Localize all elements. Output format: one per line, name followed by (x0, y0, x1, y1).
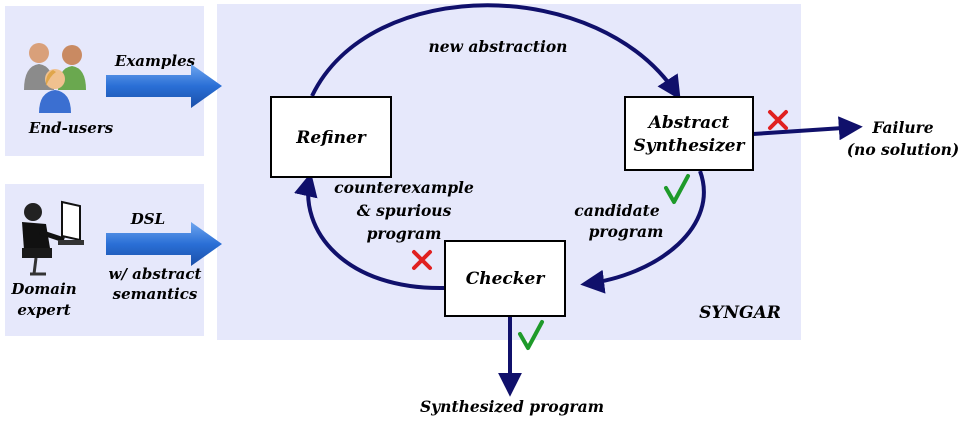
domain-expert-label-line2: expert (17, 301, 70, 319)
counterexample-arrow (294, 172, 446, 291)
refiner-label: Refiner (295, 128, 366, 148)
domain-expert-label-line1: Domain (10, 280, 76, 298)
new-abstraction-label: new abstraction (429, 37, 568, 56)
end-users-label: End-users (28, 119, 114, 137)
failure-label-line1: Failure (871, 118, 933, 137)
counterexample-label-line3: program (367, 224, 442, 243)
abstract-synthesizer-label-line2: Synthesizer (634, 136, 746, 156)
examples-arrow (106, 64, 222, 108)
abstract-synthesizer-label-line1: Abstract (647, 113, 730, 133)
counterexample-label-line2: & spurious (357, 201, 452, 220)
abstract-synthesizer-box (624, 96, 754, 171)
abstract-semantics-label-line1: w/ abstract (109, 265, 202, 283)
abstract-semantics-label-line2: semantics (113, 285, 198, 303)
synthesized-program-label: Synthesized program (420, 397, 604, 416)
refiner-box (270, 96, 392, 178)
checker-label: Checker (466, 269, 546, 289)
synthesized-check-icon (518, 320, 544, 350)
failure-cross-icon (768, 110, 788, 130)
new-abstraction-arrow (310, 3, 681, 101)
candidate-program-label-line1: candidate (574, 201, 660, 220)
failure-label-line2: (no solution) (847, 140, 960, 159)
dsl-arrow (106, 222, 222, 266)
dsl-label: DSL (130, 210, 165, 228)
failure-arrow (752, 116, 863, 141)
person-at-computer-icon (22, 200, 84, 276)
candidate-check-icon (664, 174, 690, 204)
checker-box (444, 240, 566, 317)
syngar-label: SYNGAR (699, 303, 781, 323)
candidate-program-label-line2: program (589, 222, 664, 241)
examples-label: Examples (114, 52, 196, 70)
counterexample-cross-icon (412, 250, 432, 270)
candidate-program-arrow (580, 170, 706, 294)
users-icon (24, 43, 86, 113)
counterexample-label-line1: counterexample (334, 178, 474, 197)
